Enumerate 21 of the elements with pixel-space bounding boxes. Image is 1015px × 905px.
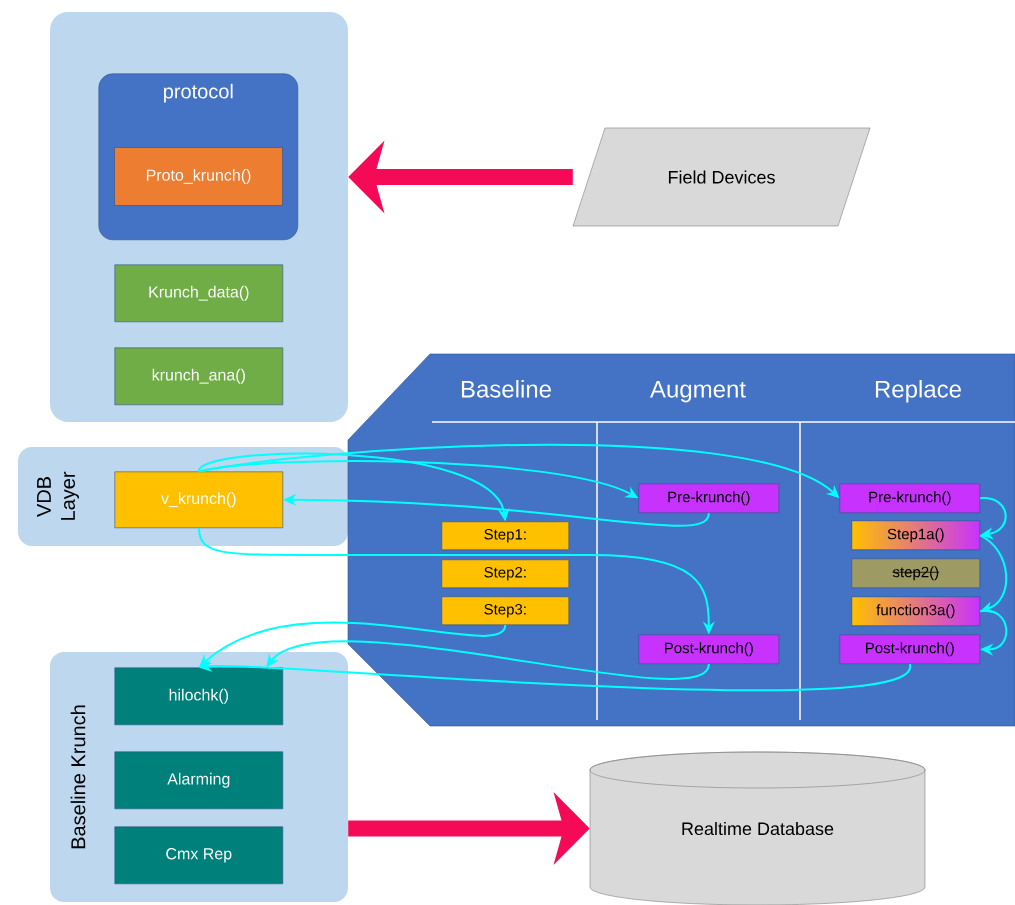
- database-cylinder: Realtime Database: [589, 751, 926, 905]
- arrow: [979, 534, 1008, 614]
- function-box: Pre-krunch(): [638, 483, 780, 514]
- function-box: Step1:: [441, 521, 570, 551]
- function-box: Step3:: [441, 596, 570, 626]
- function-box: Pre-krunch(): [839, 483, 981, 514]
- arrow: [979, 609, 1008, 656]
- arrow: [979, 497, 1007, 540]
- function-box: function3a(): [851, 596, 981, 627]
- function-box: Cmx Rep: [114, 826, 284, 885]
- input-parallelogram: Field Devices: [572, 127, 871, 227]
- function-box: Proto_krunch(): [114, 147, 283, 206]
- function-box: Step1a(): [851, 520, 981, 551]
- function-box: Step2:: [441, 559, 570, 589]
- function-box: Post-krunch(): [638, 634, 780, 665]
- function-box: Krunch_data(): [114, 264, 284, 323]
- function-box: krunch_ana(): [114, 347, 284, 406]
- function-box: Alarming: [114, 751, 284, 810]
- function-box: v_krunch(): [114, 471, 284, 529]
- function-box: Post-krunch(): [839, 634, 981, 665]
- function-box: hilochk(): [114, 667, 284, 726]
